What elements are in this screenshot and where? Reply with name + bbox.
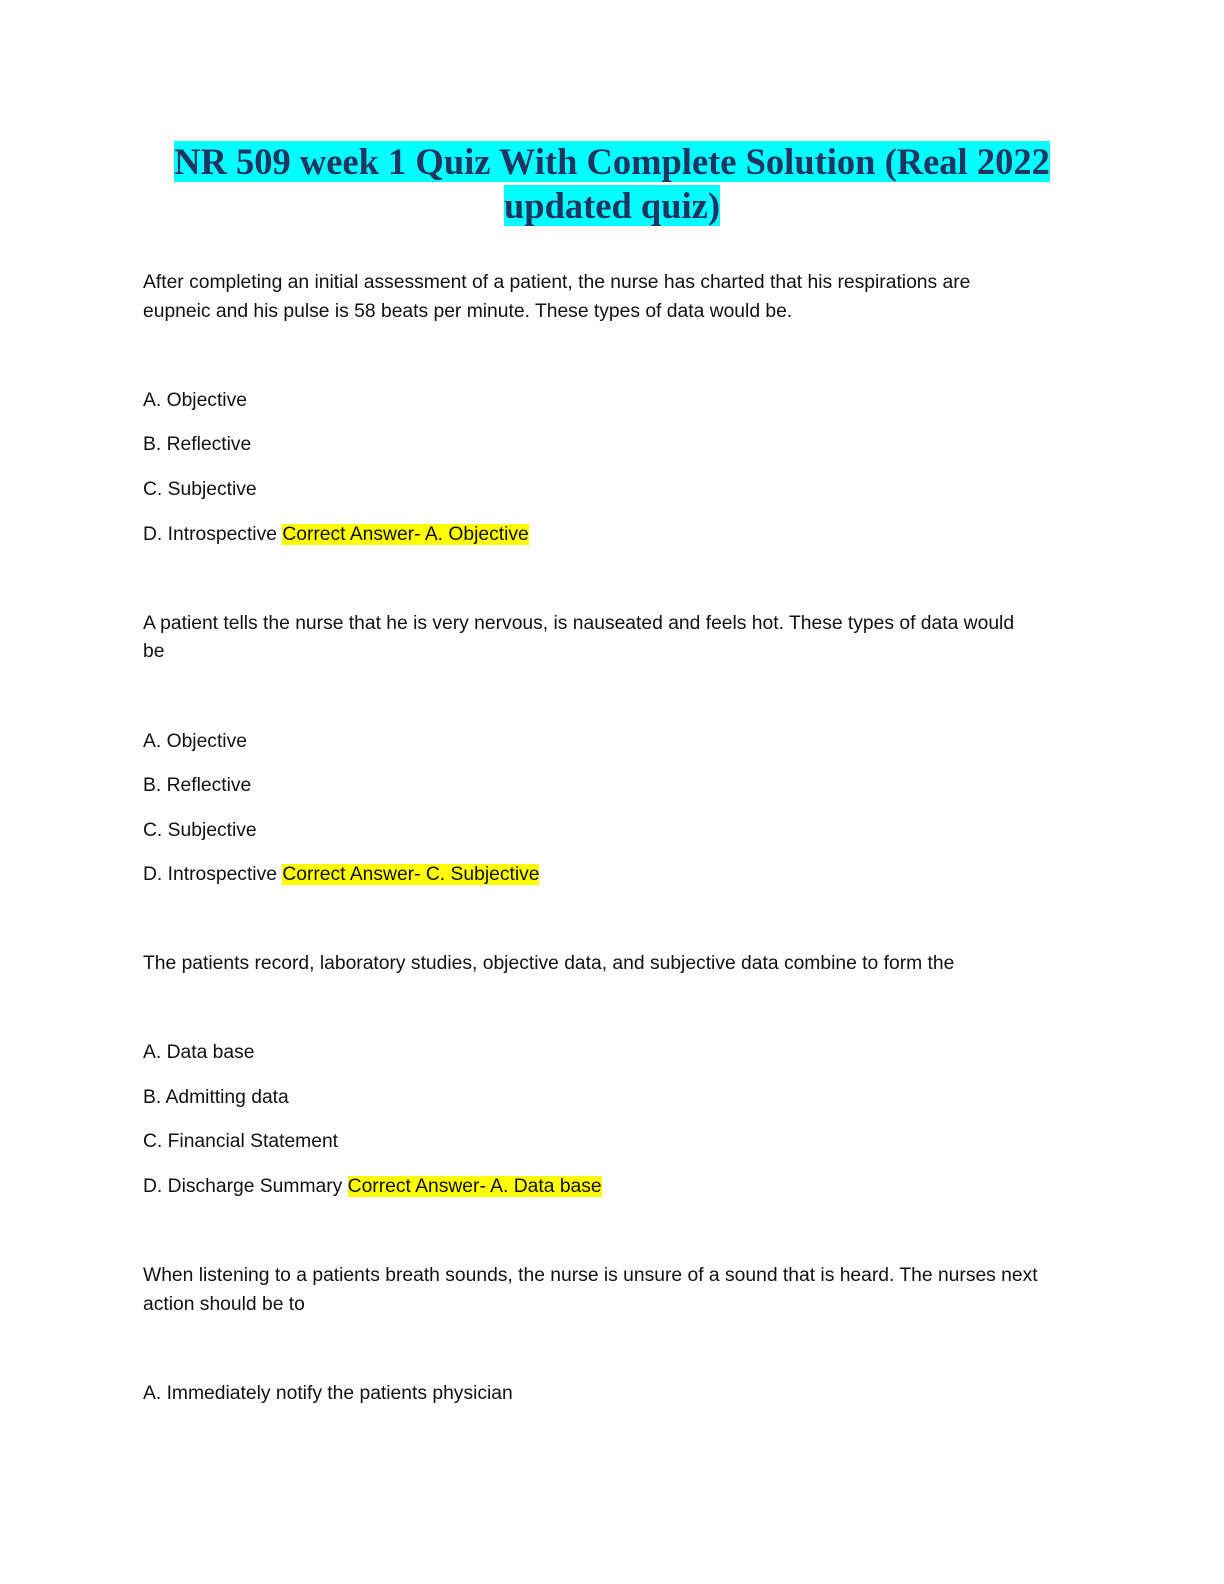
question-3-option-b: B. Admitting data bbox=[143, 1087, 289, 1108]
question-1-option-d-line: D. Introspective Correct Answer- A. Obje… bbox=[143, 520, 529, 549]
question-3-option-d: D. Discharge Summary bbox=[143, 1176, 343, 1197]
title-highlight: NR 509 week 1 Quiz With Complete Solutio… bbox=[174, 141, 1050, 226]
question-3-option-c: C. Financial Statement bbox=[143, 1131, 339, 1152]
question-1-option-b: B. Reflective bbox=[143, 434, 252, 455]
question-2-correct-answer: Correct Answer- C. Subjective bbox=[282, 864, 540, 885]
question-4-line-2: action should be to bbox=[143, 1294, 305, 1315]
question-1-correct-answer: Correct Answer- A. Objective bbox=[282, 524, 529, 545]
question-1-option-a: A. Objective bbox=[143, 390, 247, 411]
page-title: NR 509 week 1 Quiz With Complete Solutio… bbox=[140, 140, 1084, 228]
question-1-option-c: C. Subjective bbox=[143, 479, 257, 500]
question-4-line-1: When listening to a patients breath soun… bbox=[143, 1265, 1038, 1286]
question-1-line-1: After completing an initial assessment o… bbox=[143, 272, 971, 293]
question-1-line-2: eupneic and his pulse is 58 beats per mi… bbox=[143, 301, 793, 322]
question-3-option-d-line: D. Discharge Summary Correct Answer- A. … bbox=[143, 1172, 602, 1201]
question-3-option-a: A. Data base bbox=[143, 1042, 255, 1063]
question-2-option-b: B. Reflective bbox=[143, 775, 252, 796]
question-2-option-d-line: D. Introspective Correct Answer- C. Subj… bbox=[143, 860, 540, 889]
question-2-line-2: be bbox=[143, 641, 165, 662]
question-3-correct-answer: Correct Answer- A. Data base bbox=[347, 1176, 602, 1197]
question-2-option-a: A. Objective bbox=[143, 731, 247, 752]
question-3-line-1: The patients record, laboratory studies,… bbox=[143, 953, 955, 974]
question-1-option-d: D. Introspective bbox=[143, 524, 277, 545]
question-4-option-a: A. Immediately notify the patients physi… bbox=[143, 1383, 513, 1404]
question-2-line-1: A patient tells the nurse that he is ver… bbox=[143, 613, 1015, 634]
question-2-option-c: C. Subjective bbox=[143, 820, 257, 841]
question-2-option-d: D. Introspective bbox=[143, 864, 277, 885]
